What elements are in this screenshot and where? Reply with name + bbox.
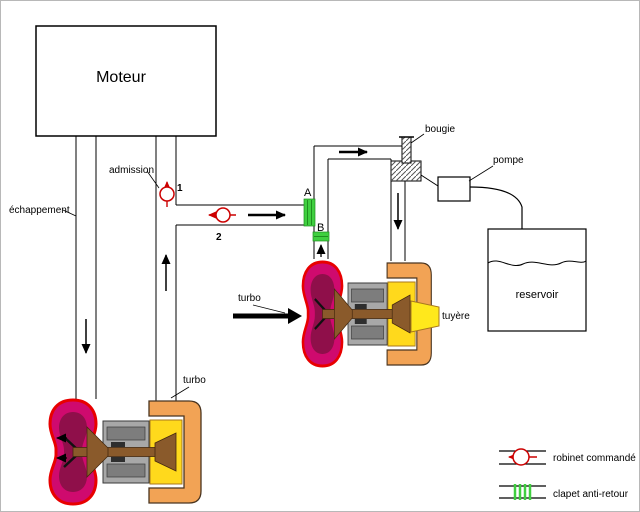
liquid-level-line [487, 260, 587, 266]
turbo-right-label: turbo [238, 293, 261, 304]
heater-block-hatch [391, 161, 421, 181]
reservoir-box [487, 228, 587, 332]
nozzle-shape [410, 300, 440, 333]
legend-clapet-label: clapet anti-retour [553, 489, 629, 500]
valve-1: 1 [159, 181, 183, 207]
point-a-label: A [304, 187, 312, 199]
echappement-label: échappement [9, 205, 70, 216]
turbo-left-drawing [48, 398, 203, 506]
pump-assembly [420, 174, 523, 229]
admission-pointer-line [146, 170, 160, 189]
callouts: échappement admission bougie pompe [9, 124, 524, 217]
engine-rect [35, 25, 217, 137]
bougie-label: bougie [425, 124, 455, 135]
flow-arrows [81, 147, 403, 354]
valve-1-circle [159, 186, 175, 202]
legend-robinet-label: robinet commandé [553, 453, 636, 464]
turbo-inlet-arrow-head [288, 308, 302, 324]
pump-connector-line [420, 174, 439, 187]
check-valve-a: A [303, 187, 316, 227]
pompe-pointer-line [468, 165, 494, 182]
bougie-pointer-line [410, 133, 425, 144]
tuyere-label: tuyère [442, 311, 470, 322]
point-b-label: B [317, 222, 324, 234]
engine-box: Moteur [35, 25, 217, 137]
reservoir: reservoir [487, 228, 587, 332]
admission-label: admission [109, 165, 154, 176]
legend-robinet-symbol [499, 448, 546, 466]
engine-label: Moteur [96, 69, 146, 86]
pump-to-reservoir-line [469, 186, 523, 229]
check-valve-b: B [312, 222, 330, 242]
turbo-left-label: turbo [183, 375, 206, 386]
valve-2-circle [215, 207, 231, 223]
legend: robinet commandé clapet anti-retour [499, 448, 636, 500]
bougie-assembly [390, 136, 422, 182]
valve-2: 2 [208, 207, 236, 243]
pompe-label: pompe [493, 155, 524, 166]
turbo-right-pointer-line [252, 304, 286, 314]
bougie-plug-hatch [402, 137, 411, 163]
turbo-left-unit: turbo [48, 375, 206, 506]
legend-clapet-symbol [499, 484, 546, 500]
valve-2-label: 2 [216, 232, 222, 243]
pump-box [437, 176, 471, 202]
reservoir-label: reservoir [516, 289, 559, 301]
turbo-right-unit: turbo tuyère [233, 260, 470, 368]
turbo-left-pointer-line [170, 386, 190, 399]
valve-1-label: 1 [177, 183, 183, 194]
echappement-pointer-line [62, 209, 77, 217]
